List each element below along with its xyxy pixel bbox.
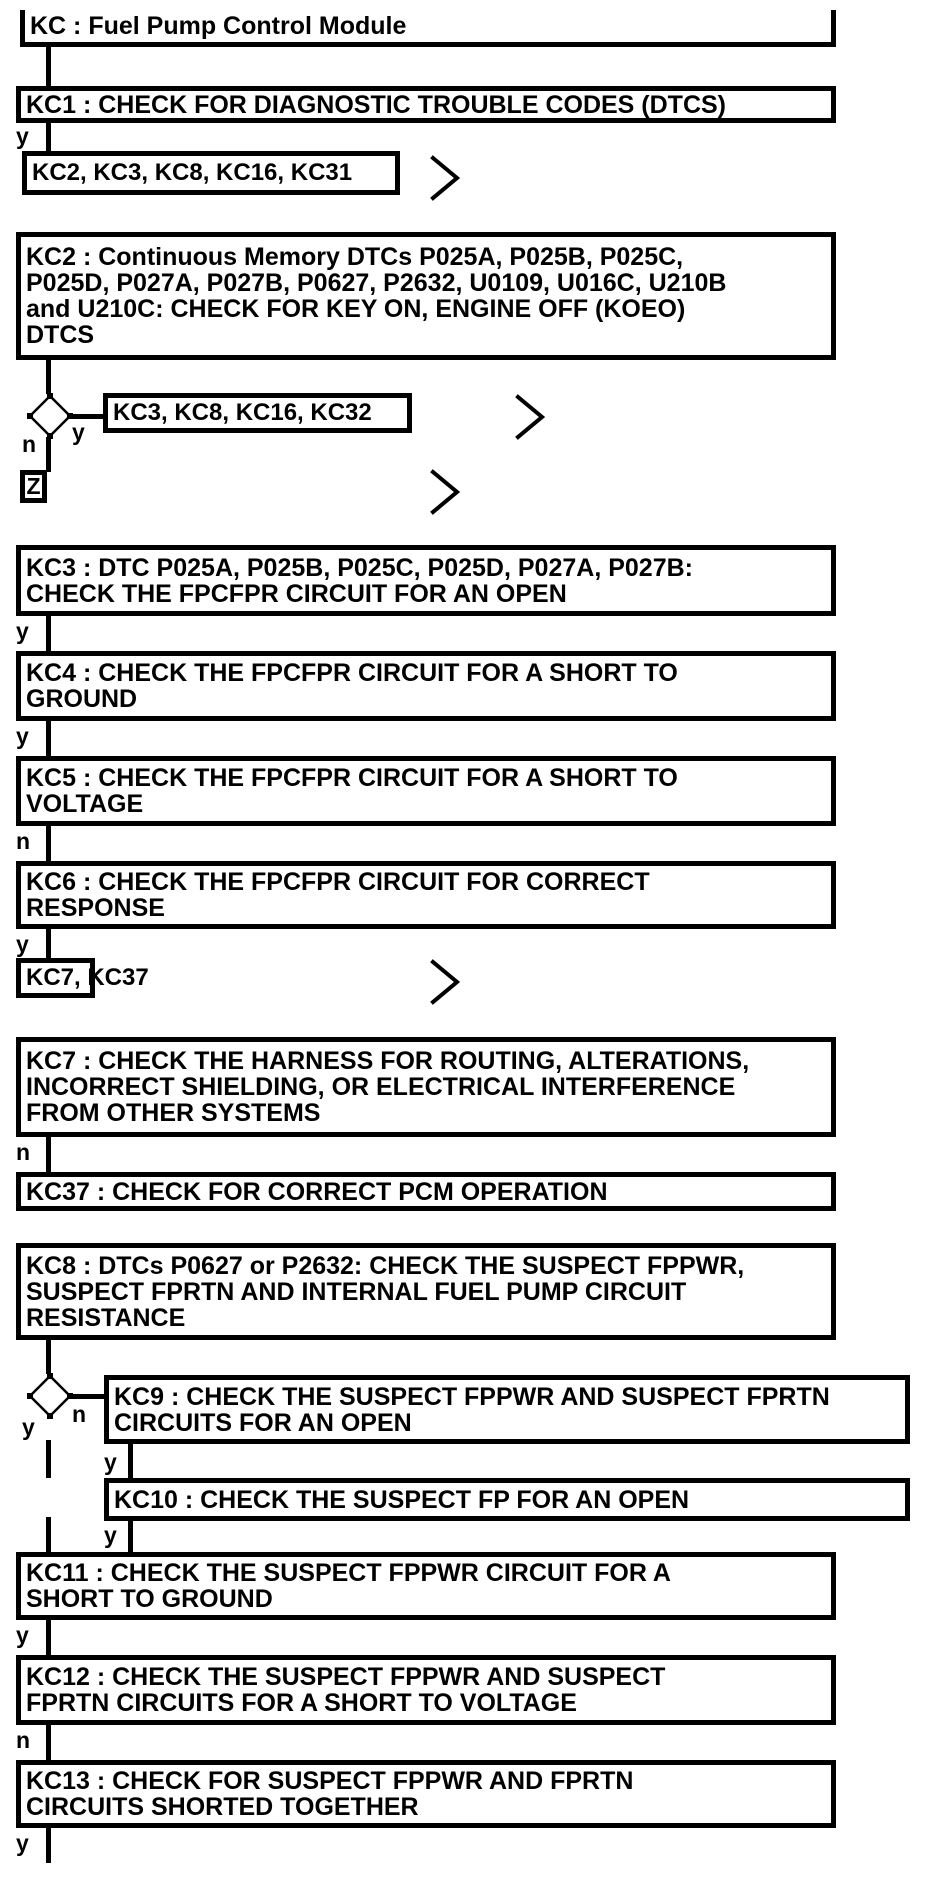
flowchart-title-box: KC : Fuel Pump Control Module [20,10,836,47]
box-kc8-line: KC8 : DTCs P0627 or P2632: CHECK THE SUS… [26,1251,745,1280]
box-kc4-line: KC4 : CHECK THE FPCFPR CIRCUIT FOR A SHO… [26,659,678,687]
box-kc37: KC37 : CHECK FOR CORRECT PCM OPERATION [16,1172,836,1211]
branch-label-n: n [22,431,37,457]
branch-label-n: n [72,1401,87,1427]
box-kc9-line: CIRCUITS FOR AN OPEN [114,1408,412,1437]
box-kc2-referrals-text: KC3, KC8, KC16, KC32 [113,399,372,426]
box-kc7-line: KC7 : CHECK THE HARNESS FOR ROUTING, ALT… [26,1047,750,1075]
connector-line [46,123,51,151]
box-kc5-line: KC5 : CHECK THE FPCFPR CIRCUIT FOR A SHO… [26,764,678,792]
box-kc2-line: P025D, P027A, P027B, P0627, P2632, U0109… [26,269,727,297]
box-kc11-line: SHORT TO GROUND [26,1585,273,1613]
box-kc3-line: KC3 : DTC P025A, P025B, P025C, P025D, P0… [26,553,693,582]
branch-label-n: n [16,1727,31,1753]
connector-line [46,721,51,756]
box-kc7-line: INCORRECT SHIELDING, OR ELECTRICAL INTER… [26,1073,736,1101]
branch-label-y: y [104,1449,117,1475]
connector-line [128,1444,133,1478]
box-kc6-line: RESPONSE [26,894,165,922]
box-kc7-line: FROM OTHER SYSTEMS [26,1099,321,1127]
branch-label-y: y [22,1414,35,1440]
box-kc4-line: GROUND [26,685,138,713]
connector-line [46,1137,51,1172]
box-kc37-text: KC37 : CHECK FOR CORRECT PCM OPERATION [26,1177,608,1206]
box-kc8-line: SUSPECT FPRTN AND INTERNAL FUEL PUMP CIR… [26,1277,687,1306]
box-kc6-referrals-text: KC7, KC37 [26,964,149,991]
box-kc7: KC7 : CHECK THE HARNESS FOR ROUTING, ALT… [16,1037,836,1137]
box-kc3: KC3 : DTC P025A, P025B, P025C, P025D, P0… [16,545,836,616]
connector-line [46,1828,51,1863]
box-kc10: KC10 : CHECK THE SUSPECT FP FOR AN OPEN [104,1478,910,1521]
decision-diamond-icon [27,1373,73,1419]
branch-label-y: y [104,1522,117,1548]
box-kc13-line: CIRCUITS SHORTED TOGETHER [26,1793,419,1821]
box-z-referral: Z [20,470,47,503]
box-kc10-text: KC10 : CHECK THE SUSPECT FP FOR AN OPEN [114,1485,690,1514]
continuation-chevron-icon [514,394,546,440]
continuation-chevron-icon [429,155,461,201]
connector-line [46,616,51,651]
continuation-chevron-icon [429,469,461,515]
box-kc9-line: KC9 : CHECK THE SUSPECT FPPWR AND SUSPEC… [114,1382,830,1411]
branch-label-n: n [16,1139,31,1165]
connector-line [128,1521,133,1552]
box-kc12-line: KC12 : CHECK THE SUSPECT FPPWR AND SUSPE… [26,1663,666,1691]
branch-label-y: y [16,618,29,644]
box-kc2-line: DTCS [26,321,95,349]
box-kc12: KC12 : CHECK THE SUSPECT FPPWR AND SUSPE… [16,1655,836,1725]
box-z-text: Z [26,473,41,499]
branch-label-y: y [16,723,29,749]
connector-line [46,1620,51,1655]
box-kc8: KC8 : DTCs P0627 or P2632: CHECK THE SUS… [16,1243,836,1340]
box-kc12-line: FPRTN CIRCUITS FOR A SHORT TO VOLTAGE [26,1689,577,1717]
connector-line [46,1517,51,1552]
box-kc2-referrals: KC3, KC8, KC16, KC32 [103,393,412,433]
connector-line [46,929,51,958]
box-kc1-referrals-text: KC2, KC3, KC8, KC16, KC31 [32,159,353,186]
flowchart-title: KC : Fuel Pump Control Module [30,11,407,40]
box-kc8-line: RESISTANCE [26,1303,186,1332]
connector-line [46,1725,51,1760]
box-kc2-line: and U210C: CHECK FOR KEY ON, ENGINE OFF … [26,295,686,323]
branch-label-y: y [16,1622,29,1648]
branch-label-y: y [16,123,29,149]
branch-label-y: y [72,419,85,445]
connector-line [70,1394,104,1399]
continuation-chevron-icon [429,959,461,1005]
box-kc2-line: KC2 : Continuous Memory DTCs P025A, P025… [26,243,684,271]
box-kc2: KC2 : Continuous Memory DTCs P025A, P025… [16,232,836,360]
box-kc1: KC1 : CHECK FOR DIAGNOSTIC TROUBLE CODES… [16,86,836,123]
box-kc4: KC4 : CHECK THE FPCFPR CIRCUIT FOR A SHO… [16,651,836,721]
box-kc9: KC9 : CHECK THE SUSPECT FPPWR AND SUSPEC… [104,1375,910,1444]
box-kc1-referrals: KC2, KC3, KC8, KC16, KC31 [22,151,400,195]
connector-line [46,437,51,472]
box-kc6-line: KC6 : CHECK THE FPCFPR CIRCUIT FOR CORRE… [26,868,650,896]
connector-line [46,1440,51,1478]
box-kc5-line: VOLTAGE [26,790,144,818]
box-kc13-line: KC13 : CHECK FOR SUSPECT FPPWR AND FPRTN [26,1767,634,1795]
box-kc1-text: KC1 : CHECK FOR DIAGNOSTIC TROUBLE CODES… [26,90,726,119]
box-kc6: KC6 : CHECK THE FPCFPR CIRCUIT FOR CORRE… [16,861,836,929]
branch-label-n: n [16,828,31,854]
connector-line [46,360,51,394]
connector-line [70,414,104,419]
box-kc11: KC11 : CHECK THE SUSPECT FPPWR CIRCUIT F… [16,1552,836,1620]
box-kc5: KC5 : CHECK THE FPCFPR CIRCUIT FOR A SHO… [16,756,836,826]
connector-line [46,47,51,86]
branch-label-y: y [16,1830,29,1856]
connector-line [46,826,51,861]
box-kc6-referrals: KC7, KC37 [16,958,149,998]
box-kc11-line: KC11 : CHECK THE SUSPECT FPPWR CIRCUIT F… [26,1559,671,1587]
box-kc3-line: CHECK THE FPCFPR CIRCUIT FOR AN OPEN [26,579,567,608]
box-kc13: KC13 : CHECK FOR SUSPECT FPPWR AND FPRTN… [16,1760,836,1828]
branch-label-y: y [16,931,29,957]
connector-line [46,1340,51,1374]
